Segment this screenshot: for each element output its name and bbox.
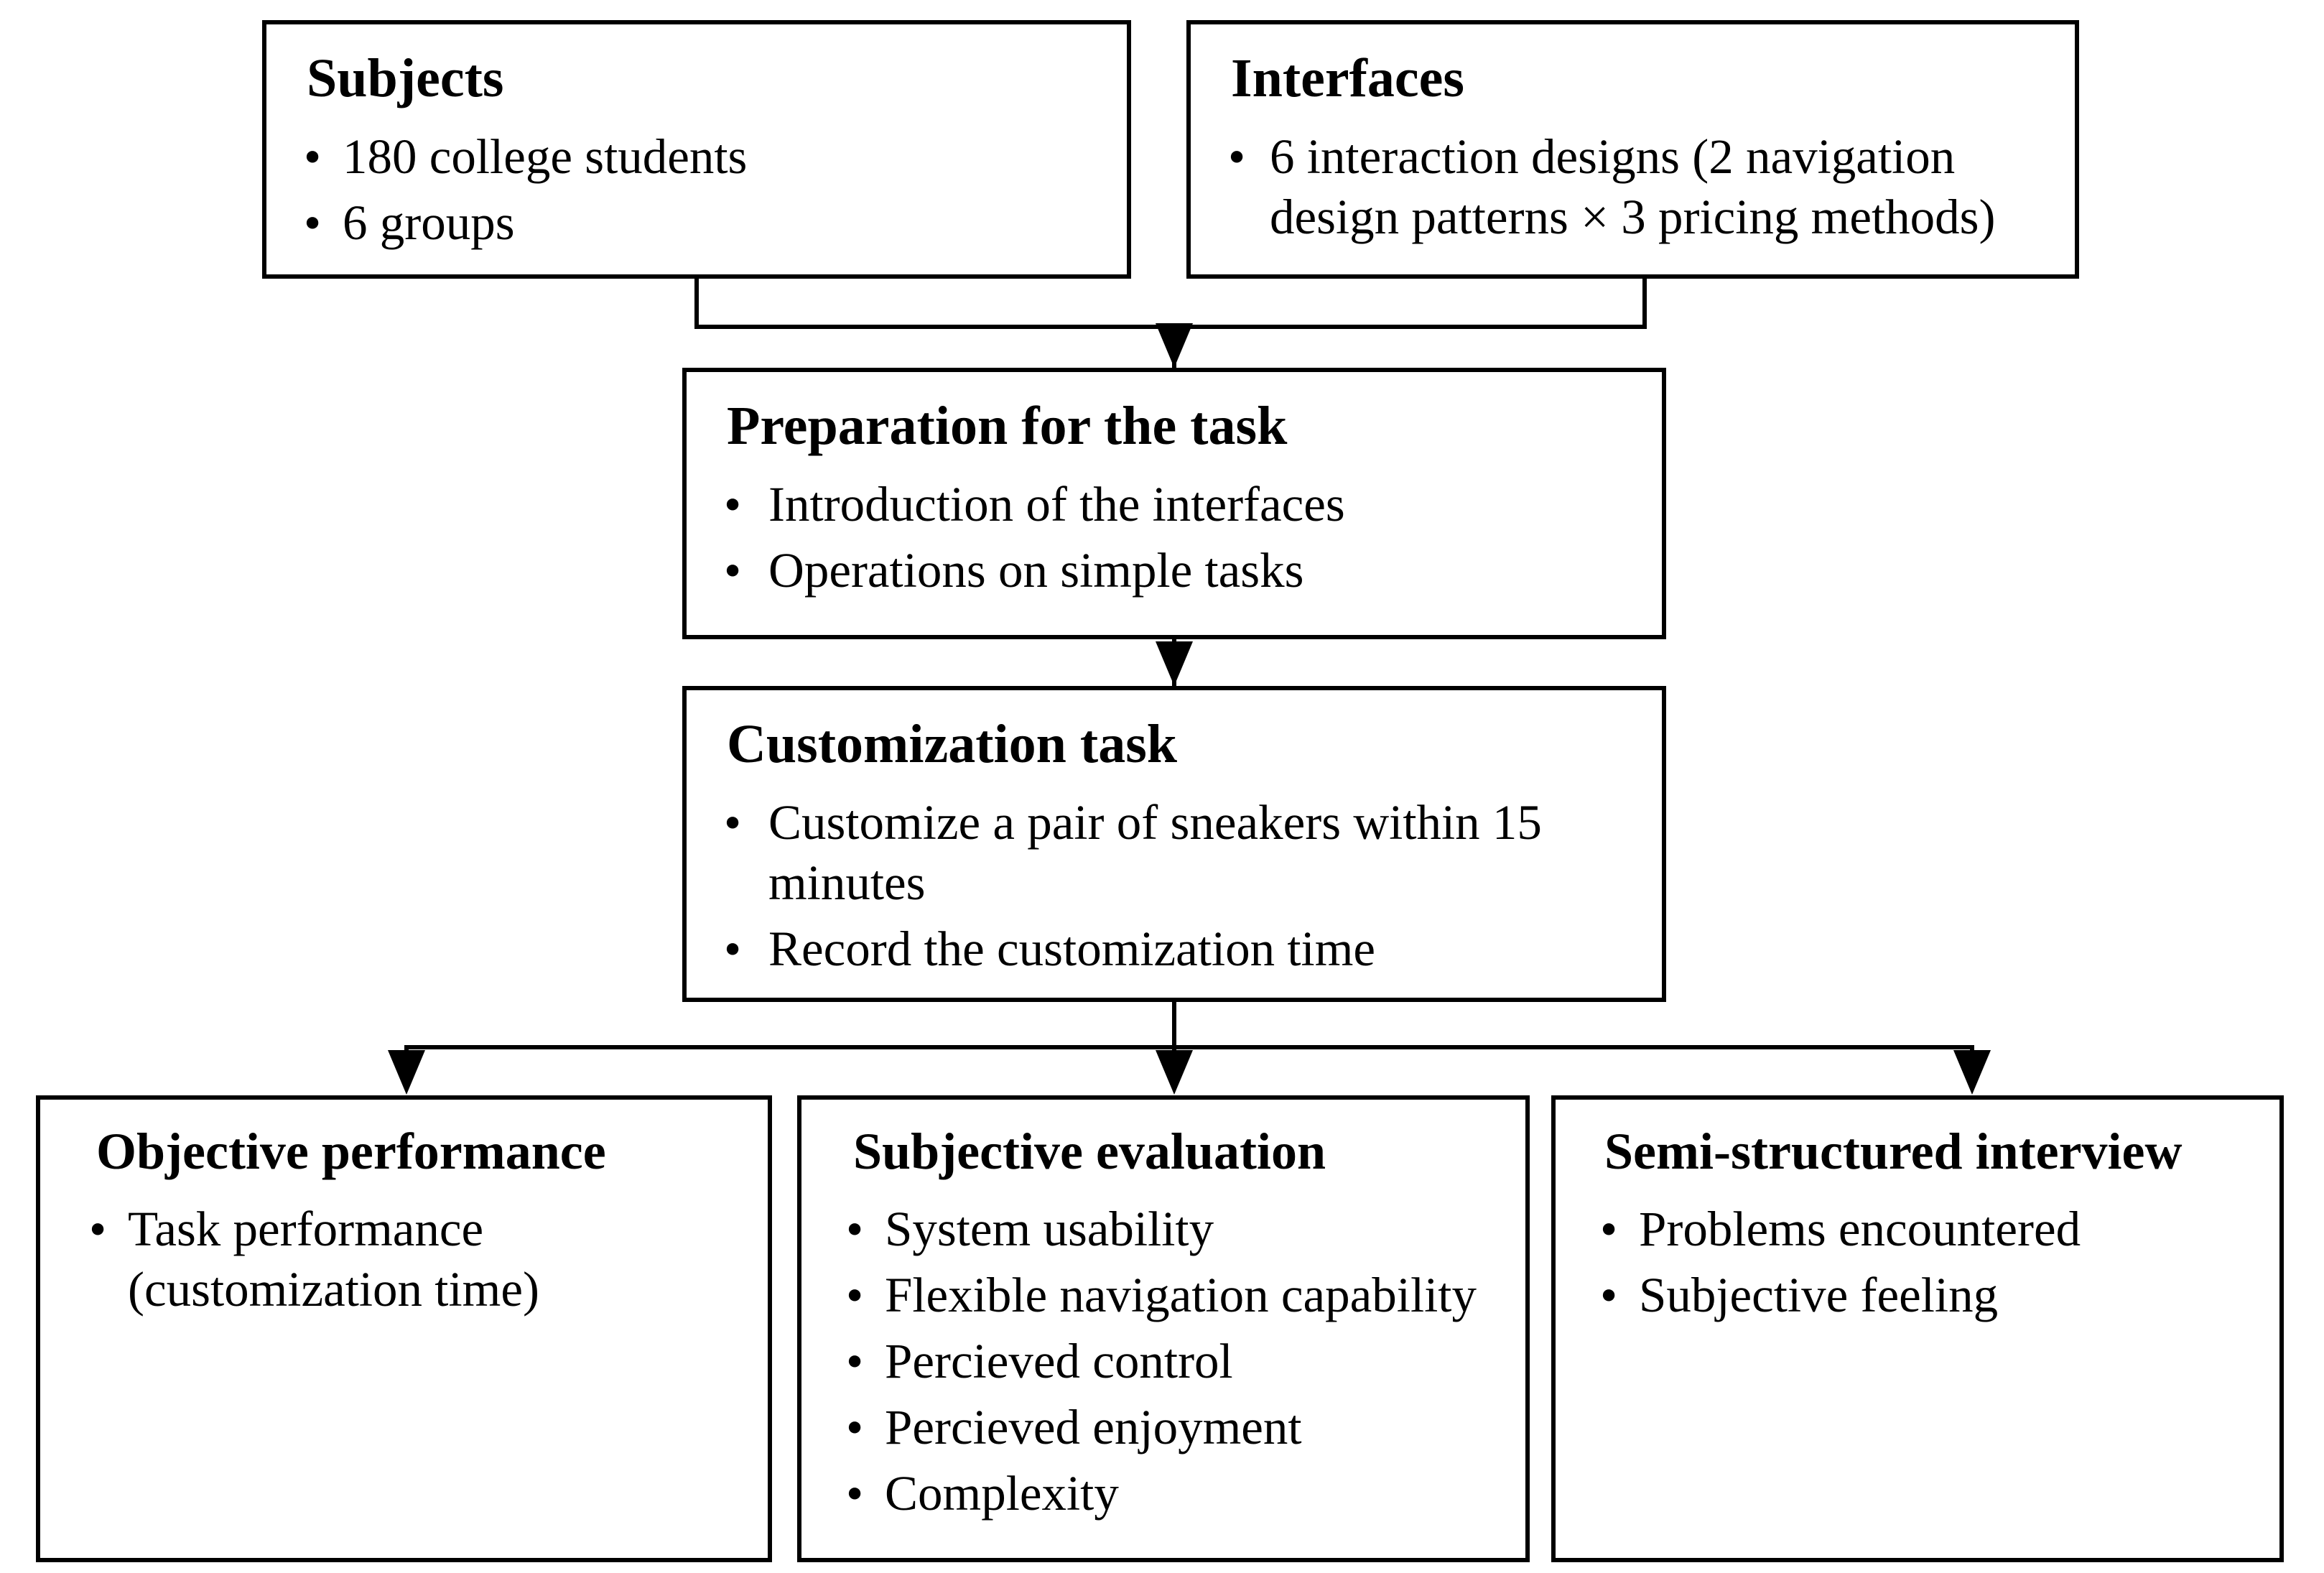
list-item-label: Percieved enjoyment	[885, 1400, 1302, 1455]
bullet-icon: •	[846, 1466, 864, 1521]
edge-interfaces-down	[1642, 279, 1647, 329]
bullet-icon: •	[724, 795, 742, 850]
list-item: • Complexity	[840, 1463, 1497, 1523]
list-item-label: 180 college students	[343, 129, 748, 185]
bullet-icon: •	[846, 1201, 864, 1256]
list-item-label: Flexible navigation capability	[885, 1267, 1477, 1322]
list-item: • Task performance (customization time)	[83, 1199, 739, 1319]
node-semi-structured-interview: Semi-structured interview • Problems enc…	[1551, 1095, 2284, 1562]
list-item-label: Task performance (customization time)	[128, 1201, 539, 1317]
arrowhead-customization-icon	[1156, 641, 1193, 686]
list-item-label: Introduction of the interfaces	[768, 477, 1345, 532]
bullet-icon: •	[1600, 1201, 1618, 1256]
list-item: • Subjective feeling	[1594, 1265, 2251, 1325]
node-customization: Customization task • Customize a pair of…	[682, 686, 1666, 1002]
node-objective-performance-title: Objective performance	[96, 1123, 606, 1180]
list-item: • Introduction of the interfaces	[718, 474, 1633, 534]
bullet-icon: •	[846, 1267, 864, 1322]
node-subjective-evaluation-title: Subjective evaluation	[853, 1123, 1326, 1180]
arrowhead-preparation-icon	[1156, 323, 1193, 368]
node-subjects-title: Subjects	[307, 48, 504, 108]
list-item: • Percieved control	[840, 1331, 1497, 1391]
list-item: • Percieved enjoyment	[840, 1397, 1497, 1457]
edge-customization-down	[1172, 1002, 1176, 1049]
node-subjective-evaluation-bullets: • System usability • Flexible navigation…	[840, 1199, 1497, 1524]
node-customization-bullets: • Customize a pair of sneakers within 15…	[718, 792, 1633, 980]
list-item-label: Percieved control	[885, 1334, 1233, 1389]
arrowhead-objective-icon	[388, 1050, 425, 1095]
node-interfaces-bullets: • 6 interaction designs (2 navigation de…	[1222, 126, 2046, 247]
node-interfaces: Interfaces • 6 interaction designs (2 na…	[1186, 20, 2079, 279]
list-item-label: Problems encountered	[1639, 1201, 2081, 1256]
node-objective-performance: Objective performance • Task performance…	[36, 1095, 772, 1562]
list-item: • 6 interaction designs (2 navigation de…	[1222, 126, 2046, 247]
node-preparation-title: Preparation for the task	[727, 396, 1288, 456]
edge-split-bar	[404, 1045, 1974, 1049]
list-item-label: Complexity	[885, 1466, 1119, 1521]
list-item: • Customize a pair of sneakers within 15…	[718, 792, 1633, 913]
edge-subjects-down	[694, 279, 699, 329]
list-item-label: 6 groups	[343, 195, 515, 251]
bullet-icon: •	[89, 1201, 107, 1256]
bullet-icon: •	[304, 195, 322, 251]
list-item: • Operations on simple tasks	[718, 540, 1633, 600]
bullet-icon: •	[1228, 129, 1246, 185]
node-customization-title: Customization task	[727, 714, 1178, 774]
bullet-icon: •	[846, 1334, 864, 1389]
list-item-label: Customize a pair of sneakers within 15 m…	[768, 795, 1542, 911]
arrowhead-subjective-icon	[1156, 1050, 1193, 1095]
node-interfaces-title: Interfaces	[1231, 48, 1464, 108]
node-subjects: Subjects • 180 college students • 6 grou…	[262, 20, 1131, 279]
list-item-label: Subjective feeling	[1639, 1267, 1999, 1322]
bullet-icon: •	[724, 477, 742, 532]
bullet-icon: •	[1600, 1267, 1618, 1322]
node-objective-performance-bullets: • Task performance (customization time)	[83, 1199, 739, 1319]
bullet-icon: •	[304, 129, 322, 185]
list-item: • System usability	[840, 1199, 1497, 1259]
node-subjects-bullets: • 180 college students • 6 groups	[298, 126, 1098, 253]
list-item-label: System usability	[885, 1201, 1214, 1256]
node-semi-structured-interview-title: Semi-structured interview	[1604, 1123, 2183, 1180]
node-semi-structured-interview-bullets: • Problems encountered • Subjective feel…	[1594, 1199, 2251, 1325]
node-preparation: Preparation for the task • Introduction …	[682, 368, 1666, 639]
list-item-label: Operations on simple tasks	[768, 543, 1304, 598]
bullet-icon: •	[724, 543, 742, 598]
list-item: • Problems encountered	[1594, 1199, 2251, 1259]
bullet-icon: •	[724, 922, 742, 977]
list-item: • 180 college students	[298, 126, 1098, 187]
bullet-icon: •	[846, 1400, 864, 1455]
list-item: • 6 groups	[298, 192, 1098, 253]
node-subjective-evaluation: Subjective evaluation • System usability…	[797, 1095, 1530, 1562]
list-item: • Flexible navigation capability	[840, 1265, 1497, 1325]
arrowhead-interview-icon	[1953, 1050, 1991, 1095]
list-item-label: 6 interaction designs (2 navigation desi…	[1270, 129, 1996, 245]
node-preparation-bullets: • Introduction of the interfaces • Opera…	[718, 474, 1633, 600]
list-item: • Record the customization time	[718, 919, 1633, 979]
list-item-label: Record the customization time	[768, 922, 1376, 977]
